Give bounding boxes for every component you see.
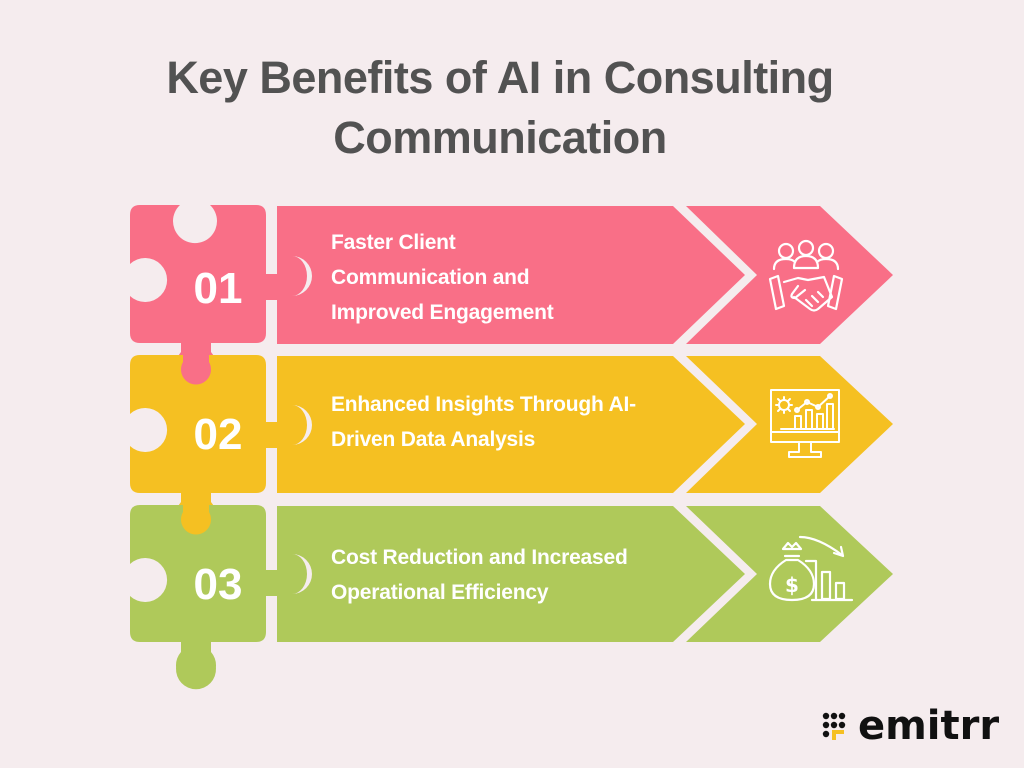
item-1-line-2: Communication and <box>331 266 530 289</box>
logo-text: emitrr <box>858 703 1000 749</box>
monitor-analytics-icon <box>770 389 840 458</box>
item-2-number: 02 <box>193 410 243 459</box>
banner-3 <box>277 506 893 642</box>
benefit-row-1 <box>130 205 893 386</box>
benefit-row-2 <box>130 344 893 536</box>
item-3-line-2: Operational Efficiency <box>331 581 549 604</box>
title-line-1: Key Benefits of AI in Consulting <box>166 52 834 103</box>
item-3-number: 03 <box>193 560 243 609</box>
puzzle-piece-3 <box>130 494 277 690</box>
team-handshake-icon <box>768 239 844 312</box>
item-3-line-1: Cost Reduction and Increased <box>331 546 628 569</box>
logo-dots-icon <box>822 712 846 740</box>
banner-2 <box>277 356 893 493</box>
banner-1 <box>277 206 893 344</box>
money-bag-cost-reduction-icon: $ <box>768 535 854 602</box>
item-2-line-1: Enhanced Insights Through AI- <box>331 393 636 416</box>
page-title: Key Benefits of AI in Consulting Communi… <box>0 48 1000 168</box>
item-1-line-1: Faster Client <box>331 231 456 254</box>
item-1-text: Faster Client Communication and Improved… <box>331 225 554 330</box>
svg-text:$: $ <box>785 573 799 597</box>
item-1-line-3: Improved Engagement <box>331 301 554 324</box>
emitrr-logo: emitrr <box>822 703 1000 749</box>
title-line-2: Communication <box>333 112 667 163</box>
item-1-number: 01 <box>193 264 243 313</box>
benefit-row-3 <box>130 494 893 690</box>
item-3-text: Cost Reduction and Increased Operational… <box>331 540 628 610</box>
item-2-line-2: Driven Data Analysis <box>331 428 536 451</box>
item-2-text: Enhanced Insights Through AI- Driven Dat… <box>331 387 636 457</box>
